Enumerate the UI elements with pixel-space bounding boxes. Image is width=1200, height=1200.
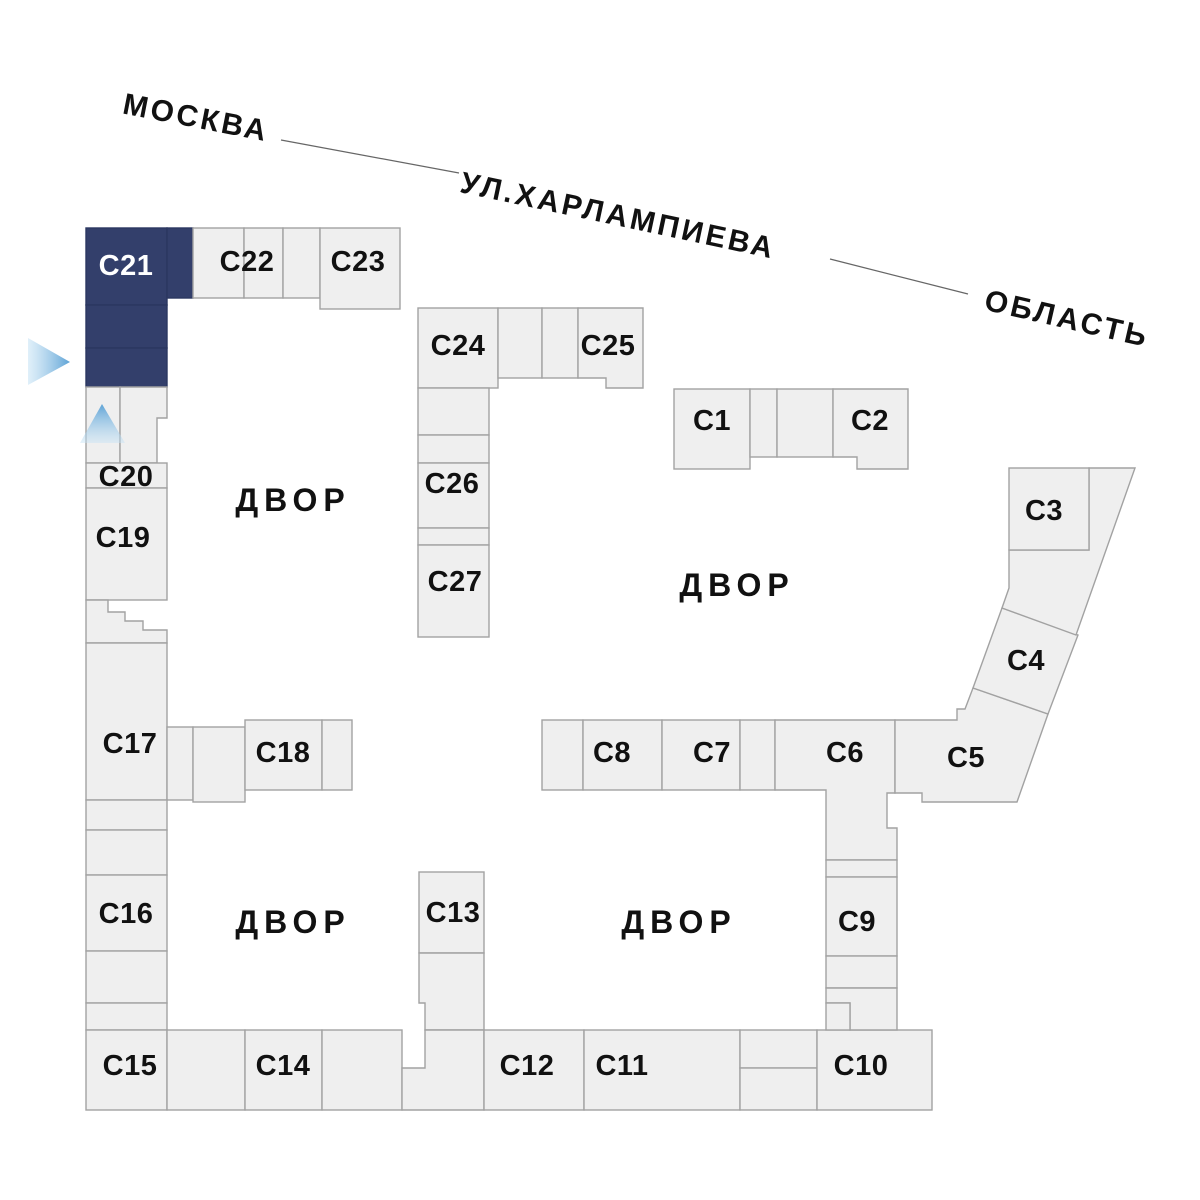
building-c20-section[interactable] — [119, 386, 168, 464]
building-c11[interactable] — [583, 1029, 741, 1111]
building-label-c25: С25 — [581, 330, 636, 362]
building-c27-section[interactable] — [417, 527, 490, 546]
street-label-kharlampieva: УЛ.ХАРЛАМПИЕВА — [457, 166, 778, 265]
building-label-c21: С21 — [99, 250, 154, 282]
building-c20[interactable] — [85, 462, 168, 489]
building-c9-section[interactable] — [825, 1002, 851, 1031]
building-label-c4: С4 — [1007, 645, 1045, 677]
courtyard-label: ДВОР — [235, 482, 350, 518]
building-label-c10: С10 — [834, 1050, 889, 1082]
building-c13-section[interactable] — [418, 952, 485, 1031]
building-label-c13: С13 — [426, 897, 481, 929]
building-c26-section[interactable] — [417, 387, 490, 436]
building-label-c19: С19 — [96, 522, 151, 554]
building-c14-section[interactable] — [321, 1029, 403, 1111]
building-label-c24: С24 — [431, 330, 486, 362]
building-c25[interactable] — [577, 307, 644, 389]
building-label-c27: С27 — [428, 566, 483, 598]
building-c2[interactable] — [832, 388, 909, 470]
building-label-c15: С15 — [103, 1050, 158, 1082]
building-c9[interactable] — [825, 876, 898, 957]
courtyard-label: ДВОР — [679, 567, 794, 603]
building-c17-section[interactable] — [166, 726, 194, 801]
building-c14[interactable] — [244, 1029, 323, 1111]
building-c27[interactable] — [417, 544, 490, 638]
building-c16-section[interactable] — [85, 799, 168, 831]
building-c22[interactable] — [192, 227, 245, 299]
building-c2-section[interactable] — [776, 388, 834, 458]
building-label-c2: С2 — [851, 405, 889, 437]
building-label-c5: С5 — [947, 742, 985, 774]
building-label-c16: С16 — [99, 898, 154, 930]
building-c21-group — [85, 227, 194, 388]
building-c15[interactable] — [85, 1029, 168, 1111]
building-c16-section[interactable] — [85, 829, 168, 876]
building-c9-section[interactable] — [825, 859, 898, 878]
building-c24-section[interactable] — [497, 307, 543, 379]
building-c21-section[interactable] — [85, 304, 168, 349]
building-label-c12: С12 — [500, 1050, 555, 1082]
building-c26-section[interactable] — [417, 434, 490, 464]
building-label-c26: С26 — [425, 468, 480, 500]
building-c9-section[interactable] — [825, 955, 898, 989]
street-line — [829, 258, 969, 295]
building-c1[interactable] — [673, 388, 751, 470]
building-c16-section[interactable] — [85, 1002, 168, 1031]
building-c15-section[interactable] — [166, 1029, 246, 1111]
building-c21-section[interactable] — [85, 347, 168, 388]
building-label-c20: С20 — [99, 461, 154, 493]
building-c12[interactable] — [483, 1029, 585, 1111]
building-c18[interactable] — [244, 719, 323, 791]
building-c7[interactable] — [661, 719, 741, 791]
building-c18-section[interactable] — [321, 719, 353, 791]
building-c7-section[interactable] — [739, 719, 776, 791]
building-c13[interactable] — [418, 871, 485, 954]
building-c21-section[interactable] — [166, 227, 194, 299]
building-c24[interactable] — [417, 307, 499, 389]
entrance-arrow-up-icon — [80, 404, 125, 443]
building-c16[interactable] — [85, 874, 168, 952]
building-c22-section[interactable] — [243, 227, 284, 299]
building-c17-section[interactable] — [192, 726, 246, 803]
entrance-arrow-right-icon — [28, 338, 70, 385]
building-c10-section[interactable] — [739, 1067, 818, 1111]
building-label-c9: С9 — [838, 906, 876, 938]
building-label-c17: С17 — [103, 728, 158, 760]
building-label-c11: С11 — [595, 1050, 648, 1082]
building-c19[interactable] — [85, 487, 168, 601]
building-label-c18: С18 — [256, 737, 311, 769]
building-c1-section[interactable] — [749, 388, 778, 458]
street-label-moscow: МОСКВА — [120, 88, 272, 149]
building-c21[interactable] — [85, 227, 168, 306]
building-label-c1: С1 — [693, 405, 731, 437]
street-line — [280, 139, 460, 174]
building-c17[interactable] — [85, 642, 168, 801]
building-c25-section[interactable] — [541, 307, 579, 379]
building-c10[interactable] — [816, 1029, 933, 1111]
building-c8-section[interactable] — [541, 719, 584, 791]
building-label-c14: С14 — [256, 1050, 311, 1082]
building-c11-section[interactable] — [739, 1029, 818, 1069]
building-c23[interactable] — [319, 227, 401, 310]
building-label-c23: С23 — [331, 246, 386, 278]
building-c13-section[interactable] — [401, 1029, 485, 1111]
courtyard-label: ДВОР — [235, 904, 350, 940]
building-label-c6: С6 — [826, 737, 864, 769]
building-label-c22: С22 — [220, 246, 275, 278]
building-c8[interactable] — [582, 719, 663, 791]
courtyard-label: ДВОР — [621, 904, 736, 940]
building-c3[interactable] — [1008, 467, 1090, 551]
building-c16-section[interactable] — [85, 950, 168, 1004]
building-label-c3: С3 — [1025, 495, 1063, 527]
street-label-oblast: ОБЛАСТЬ — [981, 284, 1152, 354]
building-label-c8: С8 — [593, 737, 631, 769]
building-c22-section[interactable] — [282, 227, 321, 299]
building-label-c7: С7 — [693, 737, 731, 769]
building-c19-section[interactable] — [85, 599, 168, 644]
